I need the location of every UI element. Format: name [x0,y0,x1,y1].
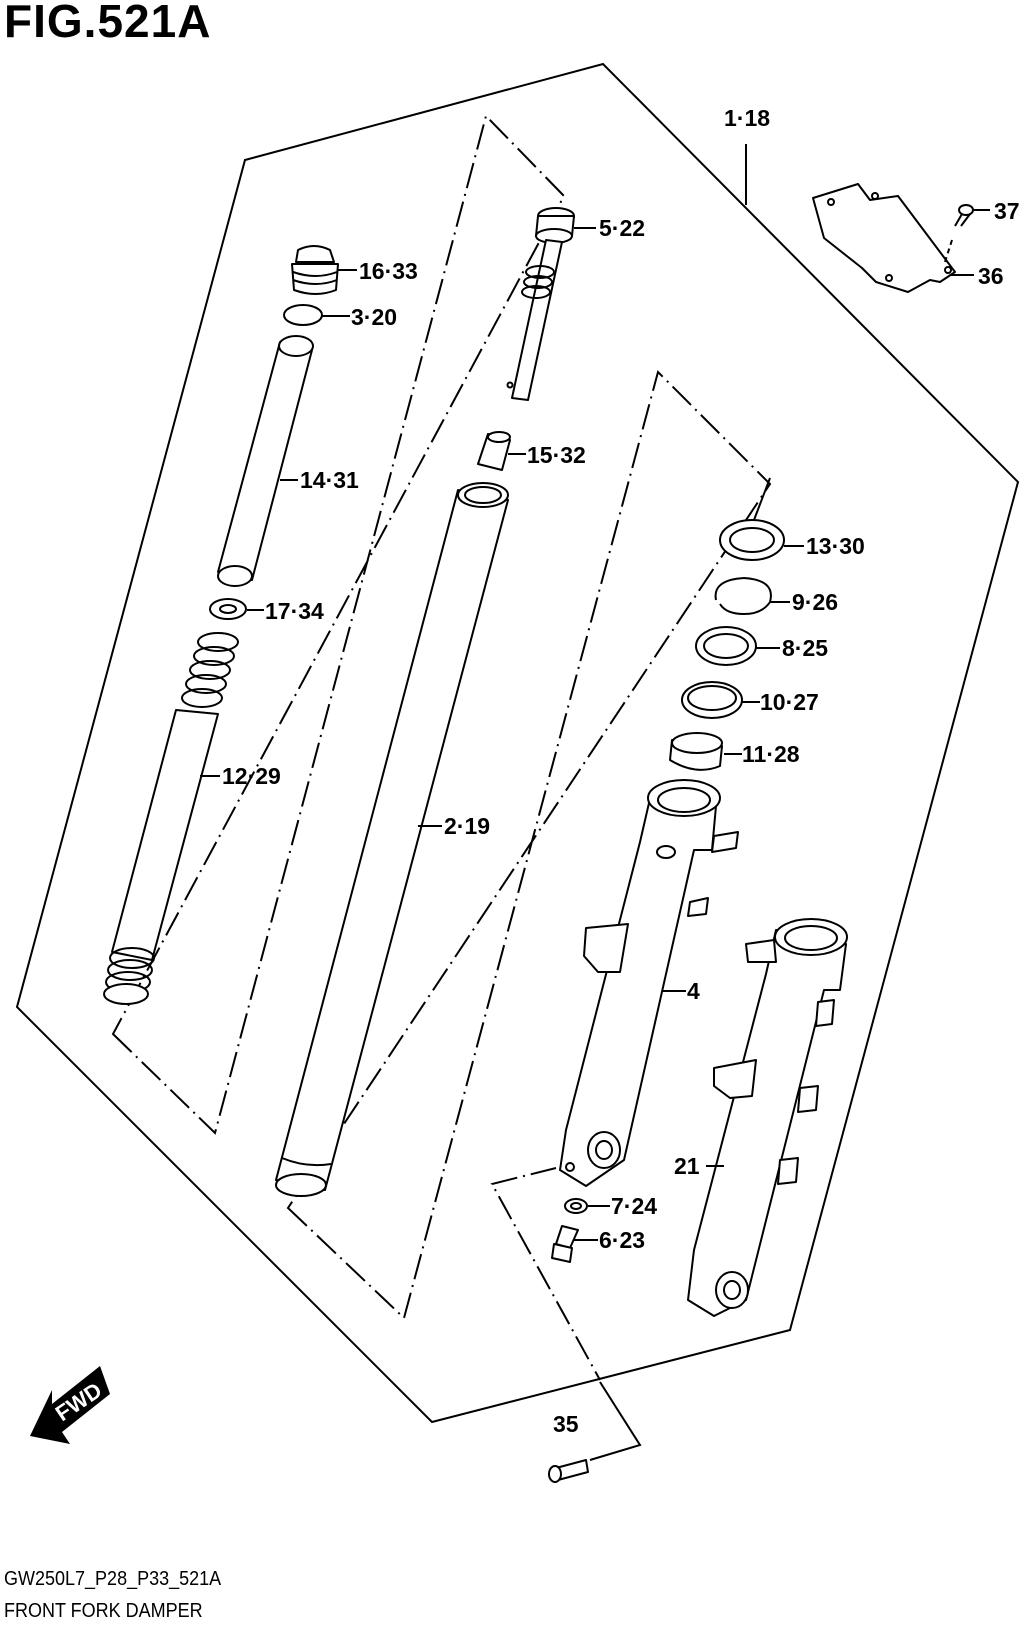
group-outline-inner-tube [286,370,772,1320]
screw-37-part [954,204,974,227]
washer-8-part [695,626,757,666]
label-part-16: 16·33 [359,258,418,284]
oil-seal-part [719,477,785,561]
bracket-plate-part [812,183,956,293]
washer-17-hole [219,604,237,614]
forward-direction-arrow: FWD [30,1366,110,1444]
figure-subtitle: FRONT FORK DAMPER [4,1600,203,1622]
group-outline-bottom-bolt [490,1167,601,1381]
outer-tube-right-part [687,918,848,1317]
o-ring-part [283,304,323,326]
label-part-11: 11·28 [742,741,800,767]
bushing-part [477,431,511,471]
bolt-6-part [551,1225,579,1263]
label-part-6: 6·23 [599,1227,645,1253]
label-part-35: 35 [553,1411,579,1437]
bushing-11-part [669,732,723,771]
gasket-washer-part [564,1198,588,1214]
label-part-10: 10·27 [760,689,819,715]
label-part-9: 9·26 [792,589,838,615]
screw-37-guide [943,239,953,266]
label-part-15: 15·32 [527,442,586,468]
spacer-tube-part [217,335,314,587]
label-part-13: 13·30 [806,533,865,559]
label-part-4: 4 [687,978,700,1004]
label-part-17: 17·34 [265,598,324,624]
circlip-part [714,576,772,616]
bolt-35-part [548,1459,589,1483]
outer-assembly-outline [15,62,1020,1424]
label-part-12: 12·29 [222,763,281,789]
inner-tube-part [275,482,509,1197]
cap-bolt-part [291,245,339,295]
bushing-10-part [681,681,743,719]
outer-tube-left-part [559,779,739,1187]
damper-rod-part [506,207,575,401]
label-part-7: 7·24 [611,1193,657,1219]
label-part-37: 37 [994,198,1020,224]
washer-17-part [209,598,247,620]
group-outline-cartridge [111,114,566,1135]
label-part-3: 3·20 [351,304,397,330]
spring-and-rod-part [103,632,239,1005]
label-part-5: 5·22 [599,215,645,241]
label-part-8: 8·25 [782,635,828,661]
label-part-2: 2·19 [444,813,490,839]
label-part-36: 36 [978,263,1004,289]
label-part-1: 1·18 [724,105,770,131]
label-part-21: 21 [674,1153,700,1179]
figure-title: FIG.521A [4,0,212,47]
label-part-14: 14·31 [300,467,359,493]
figure-code: GW250L7_P28_P33_521A [4,1568,222,1590]
bolt-35-bracket [589,1381,642,1461]
